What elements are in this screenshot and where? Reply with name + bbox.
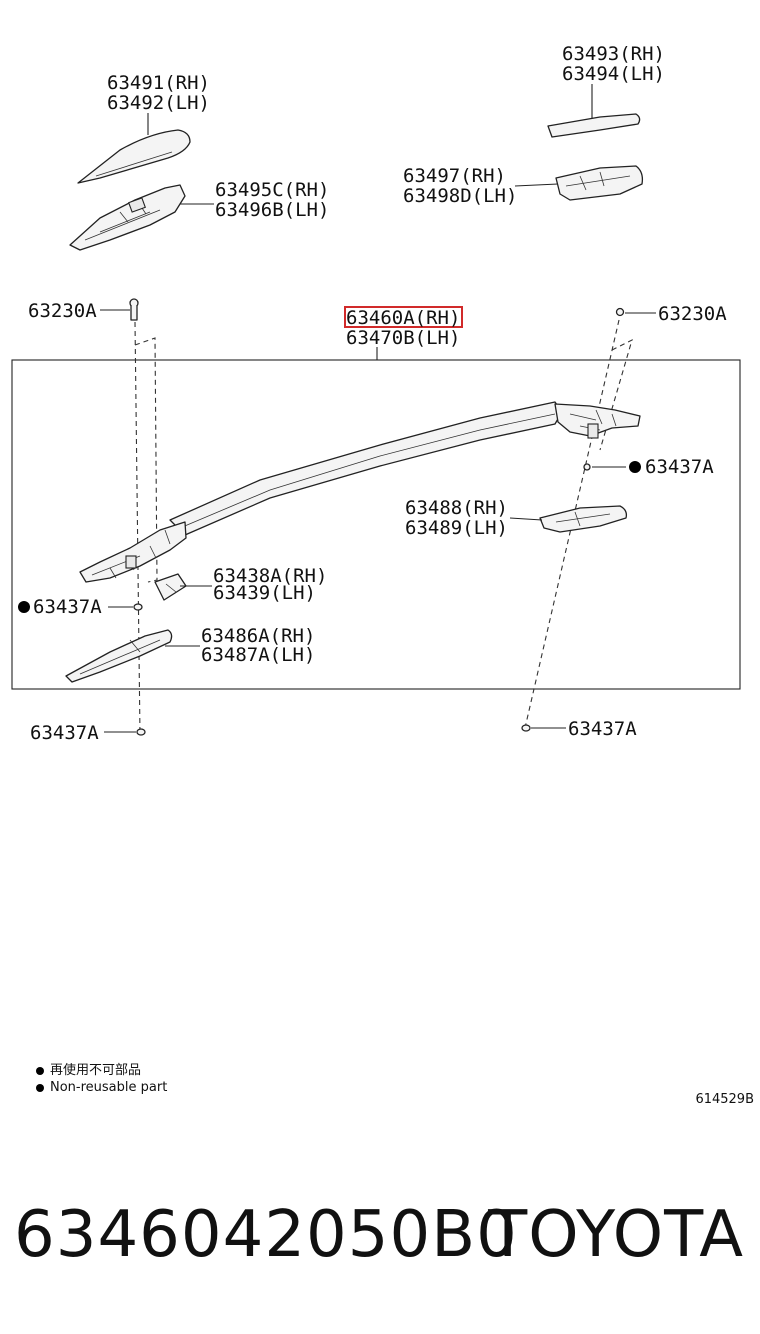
label-63437a-left-mid: 63437A [33, 596, 102, 618]
drawing-number: 614529B [695, 1092, 754, 1107]
part-end-cover-rear [539, 505, 628, 533]
label-63493: 63493(RH) [562, 43, 665, 65]
label-63495: 63495C(RH) [215, 179, 329, 201]
label-63470b: 63470B(LH) [346, 327, 460, 349]
label-63437a-right-bottom: 63437A [568, 718, 637, 740]
label-63497: 63497(RH) [403, 165, 506, 187]
bolt-left [129, 298, 139, 321]
label-63486: 63486A(RH) [201, 625, 315, 647]
label-63489: 63489(LH) [405, 517, 508, 539]
dashed-axis-left [134, 321, 141, 736]
bolt-right [615, 307, 625, 317]
label-63437a-right-upper: 63437A [645, 456, 714, 478]
label-63439: 63439(LH) [213, 582, 316, 604]
footer: 6346042050B0 TOYOTA [0, 1190, 760, 1280]
label-63438: 63438A(RH) [213, 565, 327, 587]
label-63487: 63487A(LH) [201, 644, 315, 666]
non-reusable-bullet-icon [36, 1083, 44, 1092]
leader-63488 [509, 517, 543, 521]
clip-left-mid [133, 603, 143, 611]
part-number: 6346042050B0 [14, 1198, 518, 1272]
non-reusable-bullet-icon [36, 1066, 44, 1075]
legend-text-en: Non-reusable part [50, 1080, 168, 1095]
label-63496: 63496B(LH) [215, 199, 329, 221]
brand-name: TOYOTA [488, 1198, 744, 1272]
label-63488: 63488(RH) [405, 497, 508, 519]
label-63437a-left-bottom: 63437A [30, 722, 99, 744]
dashed-outline-left [134, 337, 158, 583]
legend-row-en: Non-reusable part [36, 1079, 167, 1096]
part-cover-rear-right [547, 113, 641, 138]
clip-right-upper [583, 463, 591, 471]
part-bracket [154, 573, 187, 601]
label-63460a: 63460A(RH) [346, 307, 460, 329]
clip-left-bottom [136, 728, 146, 736]
dashed-outline-right [599, 338, 633, 451]
highlight-63460a [344, 306, 463, 328]
label-63230a-left: 63230A [28, 300, 97, 322]
legend-row-ja: 再使用不可部品 [36, 1062, 167, 1079]
legend-text-ja: 再使用不可部品 [50, 1063, 142, 1078]
legend: 再使用不可部品 Non-reusable part [36, 1062, 167, 1096]
assembly-frame [11, 359, 741, 690]
non-reusable-mark-left-mid [18, 601, 30, 613]
part-end-cover-front [65, 629, 173, 683]
part-base-front-left [69, 184, 186, 251]
label-63498: 63498D(LH) [403, 185, 517, 207]
label-63494: 63494(LH) [562, 63, 665, 85]
clip-right-bottom [521, 724, 531, 732]
part-base-rear-right [555, 165, 644, 201]
part-cover-front-left [77, 129, 191, 184]
leader-63497 [514, 183, 559, 187]
non-reusable-mark-right-upper [629, 461, 641, 473]
roof-rail-main [79, 401, 641, 583]
label-63492: 63492(LH) [107, 92, 210, 114]
label-63230a-right: 63230A [658, 303, 727, 325]
label-63491: 63491(RH) [107, 72, 210, 94]
